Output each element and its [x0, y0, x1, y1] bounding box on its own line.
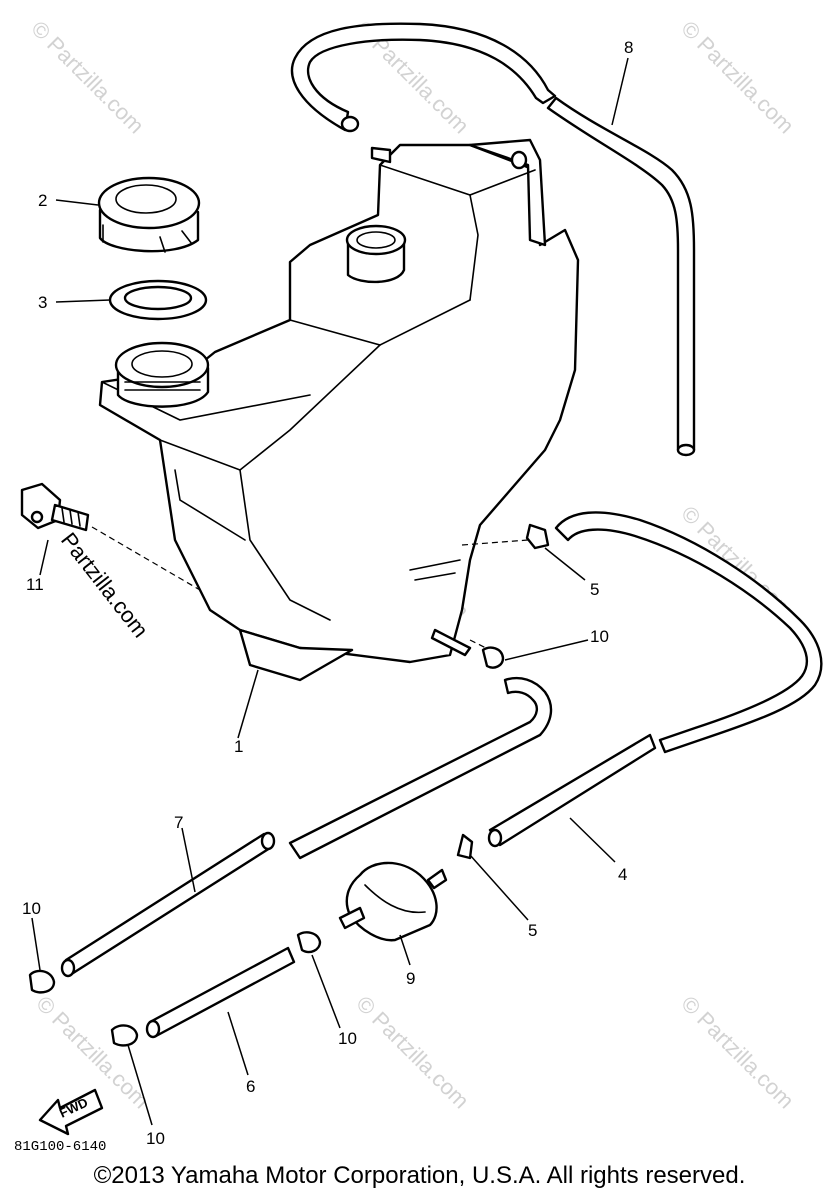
- reservoir-tank-1: [98, 138, 580, 682]
- watermark: © Partzilla.com: [676, 991, 799, 1114]
- callout-10: 10: [338, 1029, 357, 1048]
- callout-2: 2: [38, 191, 47, 210]
- watermark: © Partzilla.com: [351, 991, 474, 1114]
- callout-1: 1: [234, 737, 243, 756]
- hose-4: [487, 511, 823, 848]
- fwd-arrow-icon: FWD: [38, 1088, 104, 1136]
- callout-3: 3: [38, 293, 47, 312]
- watermark-side: Partzilla.com: [56, 528, 153, 643]
- callout-5: 5: [590, 580, 599, 599]
- callout-8: 8: [624, 38, 633, 57]
- parts-diagram: © Partzilla.com © Partzilla.com © Partzi…: [14, 16, 823, 1155]
- callout-10: 10: [590, 627, 609, 646]
- watermark: © Partzilla.com: [676, 16, 799, 139]
- hose-6: [145, 946, 296, 1039]
- filter-9: [338, 861, 448, 942]
- callout-5: 5: [528, 921, 537, 940]
- callout-7: 7: [174, 813, 183, 832]
- leader-lines: [31, 57, 629, 1126]
- radiator-cap-2: [97, 176, 201, 253]
- callout-9: 9: [406, 969, 415, 988]
- diagram-code: 81G100-6140: [14, 1139, 106, 1155]
- copyright-notice: ©2013 Yamaha Motor Corporation, U.S.A. A…: [93, 1162, 746, 1189]
- callout-10: 10: [146, 1129, 165, 1148]
- assembly-lines: [91, 526, 529, 651]
- hose-8: [290, 22, 696, 457]
- seal-ring-3: [108, 279, 208, 321]
- hose-clamps: [28, 523, 550, 1047]
- callout-11: 11: [26, 575, 44, 594]
- callout-6: 6: [246, 1077, 255, 1096]
- bolt-11: [20, 482, 90, 532]
- callout-4: 4: [618, 865, 627, 884]
- callout-numbers: 1 2 3 4 5 5 6 7 8 9 10 10 10 10 11: [22, 38, 633, 1148]
- watermark: © Partzilla.com: [26, 16, 149, 139]
- callout-10: 10: [22, 899, 41, 918]
- hose-7: [60, 676, 553, 978]
